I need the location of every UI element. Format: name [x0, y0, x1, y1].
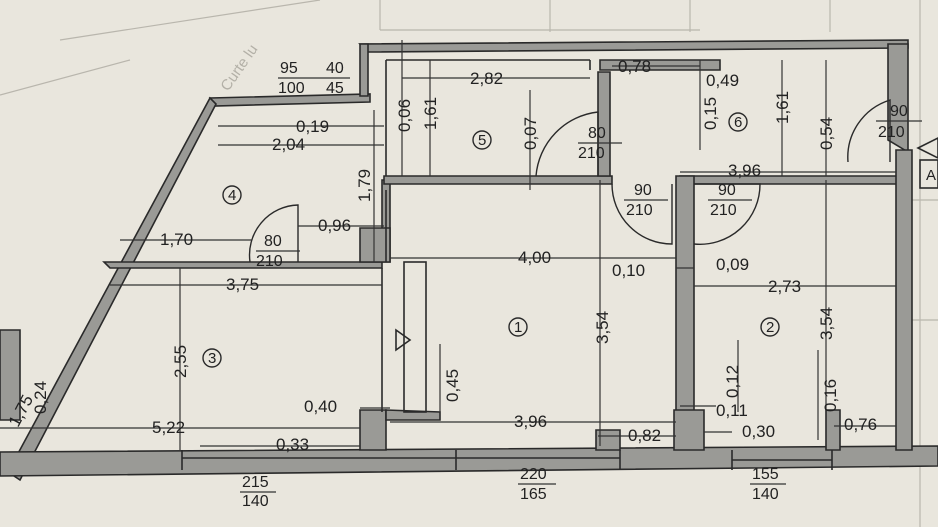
dim-3-54-a: 3,54	[593, 311, 612, 344]
room-3-number: 3	[208, 350, 216, 367]
door-1a-width: 90	[634, 182, 652, 199]
room-5-number: 5	[478, 132, 486, 149]
door-1b-width: 90	[718, 182, 736, 199]
window-2-height: 165	[520, 486, 547, 503]
dim-0-12: 0,12	[723, 365, 742, 398]
dim-1-61-a: 1,61	[421, 97, 440, 130]
window-1-height: 140	[242, 493, 269, 510]
dim-0-15: 0,15	[701, 97, 720, 130]
dim-0-06: 0,06	[395, 99, 414, 132]
door-5-width: 80	[588, 125, 606, 142]
room-2-number: 2	[766, 319, 774, 336]
dim-0-33: 0,33	[276, 435, 309, 454]
room-4-number: 4	[228, 187, 236, 204]
dimension-lines	[0, 40, 896, 450]
dim-0-19: 0,19	[296, 117, 329, 136]
dim-1-79: 1,79	[355, 169, 374, 202]
dim-1-70: 1,70	[160, 230, 193, 249]
dim-0-54: 0,54	[817, 117, 836, 150]
window-3-height: 140	[752, 486, 779, 503]
opening-labels: 95 100 40 45 80 210 90 210 80 210 90 210…	[240, 60, 922, 510]
dim-0-76: 0,76	[844, 415, 877, 434]
dim-2-73: 2,73	[768, 277, 801, 296]
door-5-height: 210	[578, 145, 605, 162]
dim-0-30: 0,30	[742, 422, 775, 441]
dim-0-07: 0,07	[521, 117, 540, 150]
dim-0-78: 0,78	[618, 57, 651, 76]
dim-0-96: 0,96	[318, 216, 351, 235]
window-1-width: 215	[242, 474, 269, 491]
interior-lines	[181, 59, 833, 470]
dim-3-54-b: 3,54	[817, 307, 836, 340]
room-numbers: 1 2 3 4 5 6	[202, 112, 780, 368]
window-2-width: 220	[520, 466, 547, 483]
dim-0-11: 0,11	[716, 401, 748, 420]
dim-0-10: 0,10	[612, 261, 645, 280]
dim-4-00: 4,00	[518, 248, 551, 267]
door-6-height: 210	[878, 124, 905, 141]
opening-95: 95	[280, 60, 298, 77]
dim-2-55: 2,55	[171, 345, 190, 378]
room-6-number: 6	[734, 114, 742, 131]
dim-3-75: 3,75	[226, 275, 259, 294]
door-4-height: 210	[256, 253, 283, 270]
window-3-width: 155	[752, 466, 779, 483]
dim-0-82: 0,82	[628, 426, 661, 445]
dim-3-96-bot: 3,96	[514, 412, 547, 431]
dim-3-96-top: 3,96	[728, 161, 761, 180]
dim-0-09: 0,09	[716, 255, 749, 274]
door-1a-height: 210	[626, 202, 653, 219]
dim-2-04: 2,04	[272, 135, 305, 154]
door-6-width: 90	[890, 103, 908, 120]
opening-45: 45	[326, 80, 344, 97]
dimension-labels: 2,82 0,78 0,49 0,06 1,61 0,07 0,15 1,61 …	[5, 57, 877, 454]
dim-0-40: 0,40	[304, 397, 337, 416]
dim-5-22: 5,22	[152, 418, 185, 437]
doors	[248, 99, 938, 263]
dim-0-16: 0,16	[821, 379, 840, 412]
dim-0-45: 0,45	[443, 369, 462, 402]
edge-mark: A	[926, 167, 936, 184]
dim-1-61-b: 1,61	[773, 91, 792, 124]
dim-2-82: 2,82	[470, 69, 503, 88]
door-1b-height: 210	[710, 202, 737, 219]
opening-40: 40	[326, 60, 344, 77]
door-4-width: 80	[264, 233, 282, 250]
courtyard-label: Curte lu	[217, 42, 261, 95]
dim-0-24: 0,24	[31, 381, 50, 414]
room-1-number: 1	[514, 319, 522, 336]
walls	[0, 39, 938, 482]
dim-0-49: 0,49	[706, 71, 739, 90]
opening-100: 100	[278, 80, 305, 97]
